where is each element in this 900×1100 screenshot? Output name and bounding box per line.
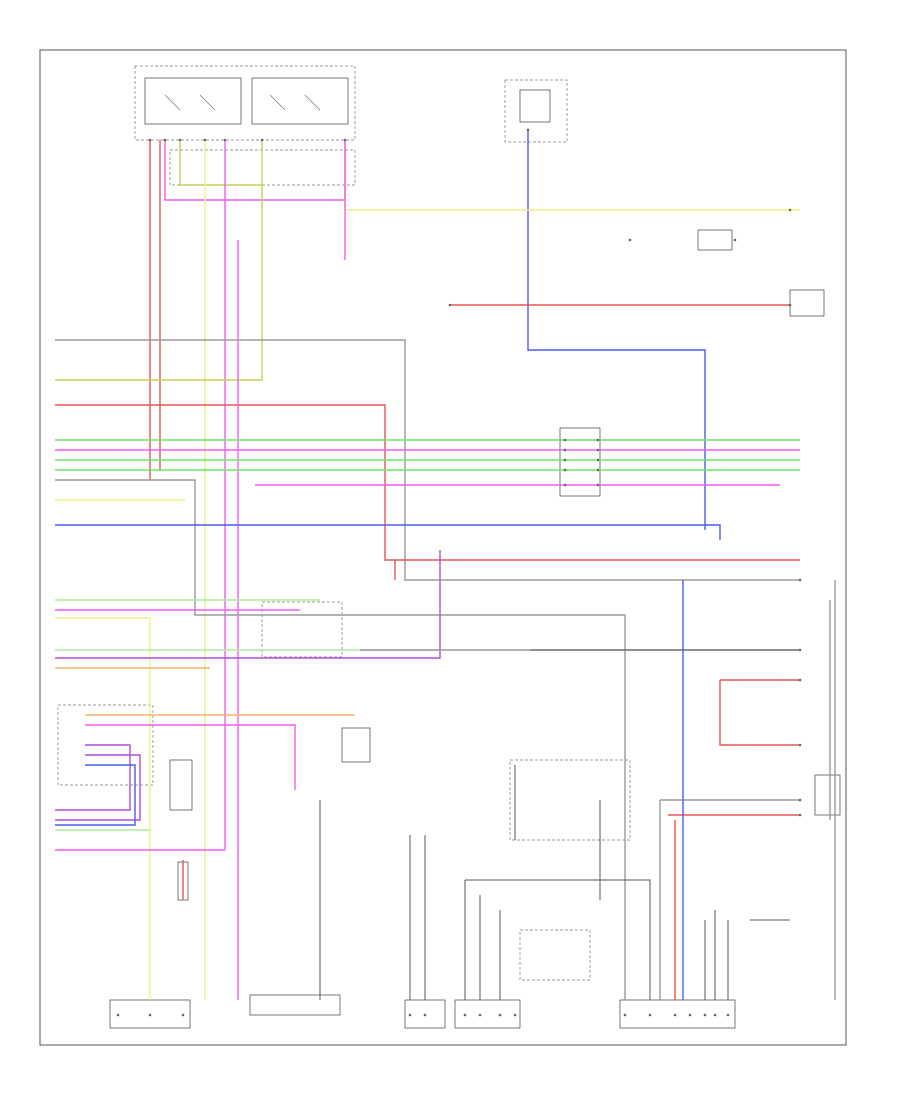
connector-pin [596,483,600,487]
relay-component [697,229,733,251]
switch-contact [199,94,216,111]
wire-red [719,680,800,746]
wire-gray [55,479,626,1000]
switch-contact [304,94,321,111]
wire-blue [55,524,721,540]
switch-component-lower [169,759,193,811]
connector-pin [733,238,737,242]
connector-pin [798,813,802,817]
connector-pin [116,1013,120,1017]
switch-contact [164,94,181,111]
bottom-connector-2 [249,994,341,1016]
connector-pin [423,1013,427,1017]
connector-pin [798,678,802,682]
connector-pin [798,578,802,582]
wire-yellow [344,140,800,211]
connector-pin [798,743,802,747]
switch-component-1 [144,77,242,125]
connector-pin [563,483,567,487]
wire-black [465,879,651,1000]
connector-pin [726,1013,730,1017]
sensor-component-bottom [519,929,591,981]
wires-group [55,130,836,1000]
connector-pin [148,138,152,142]
connector-pin [178,138,182,142]
connector-pin [181,1013,185,1017]
relay-component-lower [509,759,631,841]
connector-pin [408,1013,412,1017]
connector-pin [798,648,802,652]
wire-blue [55,764,136,826]
connector-pin [148,1013,152,1017]
connector-pin [478,1013,482,1017]
connector-pin [526,128,530,132]
switch-contact [269,94,286,111]
wire-olive [55,185,263,381]
connector-pin [203,138,207,142]
connector-pin [596,468,600,472]
connector-pin [798,798,802,802]
connector-pin [788,208,792,212]
sensor-component-center [341,727,371,763]
connector-pin [260,138,264,142]
connector-pin [628,238,632,242]
bottom-connector-5 [619,999,736,1029]
diagram-frame [39,49,847,1046]
connector-pin [498,1013,502,1017]
connector-pin [673,1013,677,1017]
bottom-connector-4 [454,999,521,1029]
sensor-component-left [57,704,154,786]
connector-pin [688,1013,692,1017]
wire-violet [55,550,441,659]
connector-pin [563,438,567,442]
connector-pin [513,1013,517,1017]
connector-pin [623,1013,627,1017]
connector-pin [596,458,600,462]
wire-olive [179,140,263,186]
fuse-element [519,89,551,123]
connector-pin [223,138,227,142]
connector-pin [563,468,567,472]
connector-pin [343,138,347,142]
connector-pin [563,458,567,462]
wire-violet [55,754,141,821]
wire-yellow [55,617,151,1000]
switch-component-right [789,289,825,317]
connector-pin [703,1013,707,1017]
switch-box-left [134,65,356,141]
wire-violet [55,744,131,811]
connector-pin [596,438,600,442]
fuse-component [504,79,568,143]
connector-pin [713,1013,717,1017]
connector-pin [463,1013,467,1017]
wire-pink [164,140,346,201]
connector-pin [648,1013,652,1017]
connector-pin [563,448,567,452]
connector-pin [163,138,167,142]
switch-component-2 [251,77,349,125]
wire-pink [85,724,296,790]
wire-red [55,404,800,561]
connector-pin [596,448,600,452]
pins-group [116,128,802,1017]
connector-pin [788,303,792,307]
connector-pin [448,303,452,307]
connector-right-lower [814,774,841,816]
joint-connector [261,601,343,658]
